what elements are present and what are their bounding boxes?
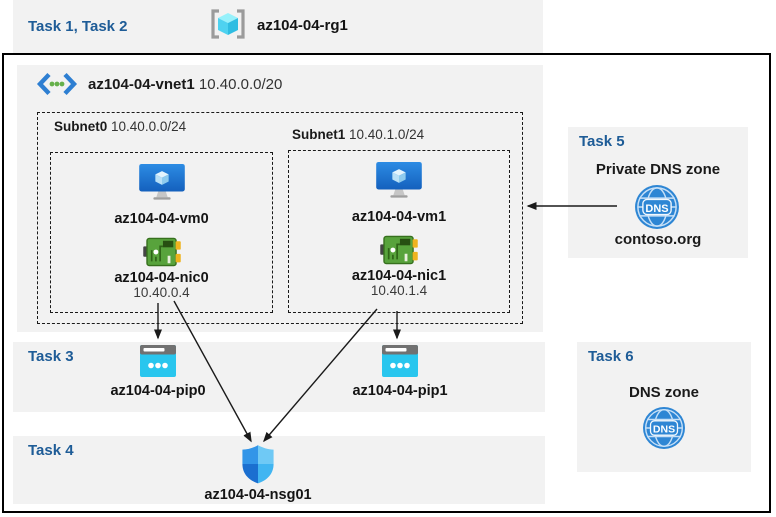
subnet1-cidr: 10.40.1.0/24 — [349, 127, 425, 142]
vnet-cidr: 10.40.0.0/20 — [198, 76, 283, 93]
subnet1-name: Subnet1 — [292, 127, 346, 142]
subnet0-label: Subnet0 10.40.0.0/24 — [54, 119, 186, 134]
vnet-panel: az104-04-vnet1 10.40.0.0/20 Subnet0 10.4… — [17, 65, 543, 332]
resource-group-icon — [209, 9, 247, 39]
dns-badge-text: DNS — [645, 203, 668, 215]
subnet0-name: Subnet0 — [54, 119, 108, 134]
diagram-outer-border — [2, 53, 771, 513]
dns-zone-icon: DNS — [642, 406, 686, 450]
task6-label: Task 6 — [588, 348, 634, 365]
vnet-title: az104-04-vnet1 10.40.0.0/20 — [88, 76, 282, 93]
task3-band: Task 3 — [13, 342, 545, 412]
network-interface-icon — [380, 235, 418, 265]
subnet1-label: Subnet1 10.40.1.0/24 — [292, 127, 424, 142]
nsg-group: az104-04-nsg01 — [198, 444, 318, 504]
task3-label: Task 3 — [28, 348, 74, 365]
resource-group-band: Task 1, Task 2 az104-04-rg1 — [13, 0, 543, 53]
pip0-name: az104-04-pip0 — [110, 383, 206, 399]
virtual-machine-icon — [137, 163, 187, 201]
private-dns-zone-title: Private DNS zone — [595, 161, 721, 178]
dns-badge-text: DNS — [653, 424, 675, 436]
subnet0-box: az104-04-vm0 az104-04-nic0 10.40.0.4 — [50, 152, 273, 313]
task4-band: Task 4 — [13, 436, 545, 504]
nic1-ip: 10.40.1.4 — [370, 283, 428, 299]
task5-label: Task 5 — [579, 133, 625, 150]
dns-zone-title: DNS zone — [628, 384, 699, 401]
virtual-machine-icon — [374, 161, 424, 199]
nic0-name: az104-04-nic0 — [114, 269, 209, 286]
public-ip-icon — [140, 345, 176, 377]
network-security-group-icon — [241, 444, 275, 484]
nsg-name: az104-04-nsg01 — [204, 487, 312, 503]
pip1-group: az104-04-pip1 — [340, 345, 460, 400]
private-dns-zone-name: contoso.org — [614, 231, 702, 248]
dns-zone-icon: DNS — [634, 184, 680, 230]
pip1-name: az104-04-pip1 — [352, 383, 448, 399]
nic1-name: az104-04-nic1 — [351, 267, 447, 284]
virtual-network-icon — [36, 71, 78, 97]
task6-box: Task 6 DNS zone DNS — [577, 342, 751, 472]
task1-task2-label: Task 1, Task 2 — [28, 18, 128, 35]
vm1-name: az104-04-vm1 — [351, 209, 447, 225]
resource-group-name: az104-04-rg1 — [257, 17, 348, 34]
task4-label: Task 4 — [28, 442, 74, 459]
nic0-ip: 10.40.0.4 — [133, 285, 190, 301]
vnet-name: az104-04-vnet1 — [88, 76, 195, 93]
pip0-group: az104-04-pip0 — [98, 345, 218, 400]
subnet0-cidr: 10.40.0.0/24 — [111, 119, 187, 134]
network-interface-icon — [142, 237, 181, 267]
task5-box: Task 5 Private DNS zone DNS contoso.org — [568, 127, 748, 258]
subnet1-box: az104-04-vm1 az104-04-nic1 10.40.1.4 — [288, 150, 510, 313]
vm0-name: az104-04-vm0 — [114, 211, 209, 227]
subnets-container: Subnet0 10.40.0.0/24 Subnet1 10.40.1.0/2… — [37, 112, 523, 324]
public-ip-icon — [382, 345, 418, 377]
